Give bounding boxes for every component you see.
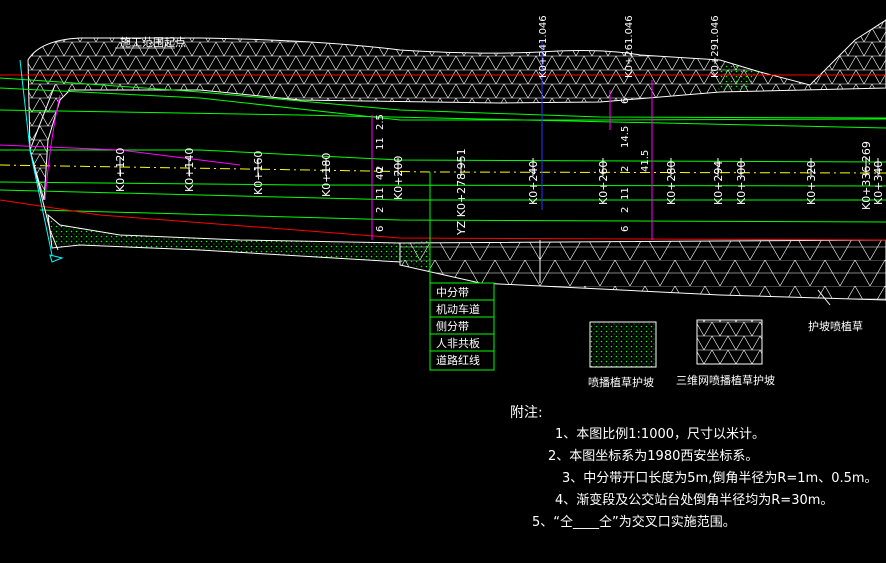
note-1: 1、本图比例1:1000，尺寸以米计。 bbox=[555, 427, 766, 442]
top-station-label: K0+291.046 bbox=[710, 15, 721, 78]
station-label: K0+240 bbox=[527, 161, 540, 205]
right-seeded-patch bbox=[718, 62, 760, 90]
dimension-label: 14.5 bbox=[620, 126, 631, 148]
station-label: K0+300 bbox=[735, 161, 748, 205]
mesh-swatch bbox=[696, 319, 763, 365]
note-5: 5、“仝____仝”为交叉口实施范围。 bbox=[532, 515, 736, 530]
legend-row: 人非共板 bbox=[436, 336, 480, 350]
station-ticks bbox=[119, 158, 879, 176]
top-station-labels: K0+241.046 K0+261.046 K0+291.046 bbox=[538, 15, 721, 78]
note-4: 4、渐变段及公交站台处倒角半径均为R=30m。 bbox=[555, 493, 834, 508]
lower-seeded-strip bbox=[400, 241, 430, 270]
dimension-label: 6 bbox=[375, 226, 386, 232]
construction-start-label: 施工范围起点 bbox=[120, 35, 186, 49]
left-seeded-slope bbox=[47, 213, 401, 263]
dimension-label: 41.5 bbox=[640, 150, 651, 172]
station-label: YZ K0+278.951 bbox=[455, 148, 468, 236]
station-label: K0+200 bbox=[392, 156, 405, 200]
note-3: 3、中分带开口长度为5m,倒角半径为R=1m、0.5m。 bbox=[562, 471, 878, 486]
upper-slope-mesh bbox=[27, 19, 886, 201]
note-2: 2、本图坐标系为1980西安坐标系。 bbox=[548, 449, 759, 464]
mesh-swatch-label: 三维网喷播植草护坡 bbox=[676, 373, 775, 387]
dimension-label: 2 bbox=[620, 166, 631, 172]
dimension-label: 40 bbox=[375, 167, 386, 180]
road-lines bbox=[0, 59, 886, 256]
notes-block: 附注: 1、本图比例1:1000，尺寸以米计。 2、本图坐标系为1980西安坐标… bbox=[510, 402, 878, 534]
lower-slope-mesh bbox=[399, 239, 886, 301]
station-label: K0+320 bbox=[805, 161, 818, 205]
legend-row: 侧分带 bbox=[436, 320, 469, 333]
station-label: K0+140 bbox=[183, 148, 196, 192]
station-label: K0+294 bbox=[712, 161, 725, 205]
top-station-label: K0+241.046 bbox=[538, 15, 549, 78]
notes-heading: 附注: bbox=[510, 405, 543, 421]
station-label: K0+340 bbox=[872, 161, 885, 205]
station-label: K0+160 bbox=[252, 151, 265, 195]
legend-row: 道路红线 bbox=[436, 353, 480, 367]
endpoint-marker bbox=[49, 254, 64, 263]
dimension-label: 2 bbox=[620, 207, 631, 213]
top-station-label: K0+261.046 bbox=[624, 15, 635, 78]
dimension-label: 2.5 bbox=[375, 114, 386, 130]
legend-row: 机动车道 bbox=[436, 302, 480, 316]
dimension-label: 6 bbox=[620, 98, 631, 104]
station-label: K0+260 bbox=[597, 161, 610, 205]
legend-row: 中分带 bbox=[436, 286, 469, 299]
dimension-labels-right: 6 14.5 2 41.5 11 2 6 bbox=[620, 98, 651, 232]
seeded-swatch-label: 喷播植草护坡 bbox=[588, 375, 654, 389]
dimension-label: 11 bbox=[620, 187, 631, 200]
dimension-label: 11 bbox=[375, 187, 386, 200]
station-label: K0+180 bbox=[320, 153, 333, 197]
dimension-label: 6 bbox=[620, 226, 631, 232]
dimension-label: 2 bbox=[375, 166, 386, 172]
seeded-swatch bbox=[589, 321, 657, 368]
dimension-label: 11 bbox=[375, 137, 386, 150]
dimension-label: 2 bbox=[375, 207, 386, 213]
station-label: K0+336.269 bbox=[860, 141, 873, 210]
slope-callout: 护坡喷植草 bbox=[808, 319, 863, 333]
station-label: K0+120 bbox=[114, 148, 127, 192]
station-labels: K0+120 K0+140 K0+160 K0+180 K0+200 YZ K0+278.… bbox=[114, 141, 885, 236]
station-label: K0+280 bbox=[665, 161, 678, 205]
